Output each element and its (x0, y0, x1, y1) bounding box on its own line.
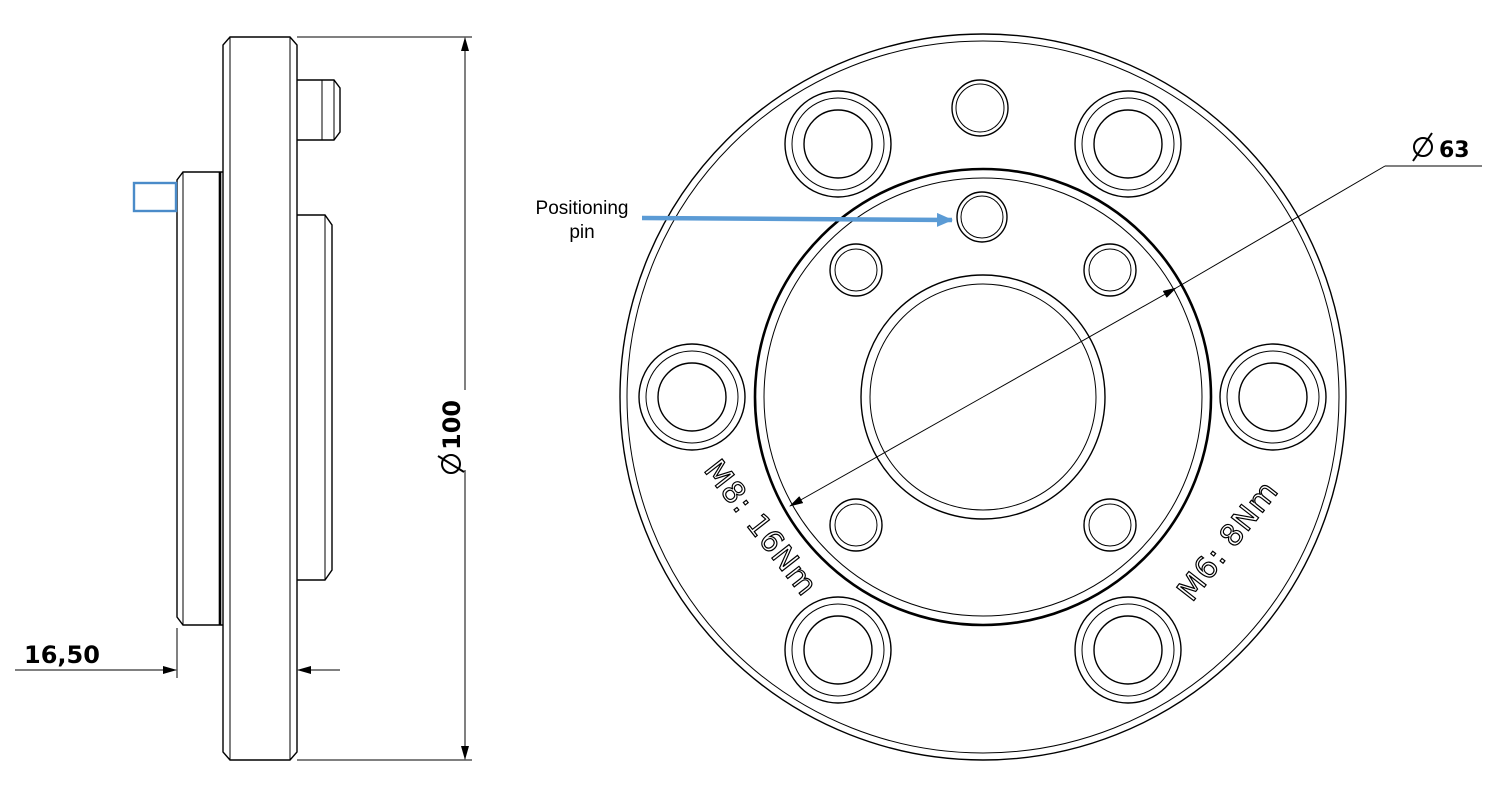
callout-arrow (641, 212, 953, 227)
side-pin (297, 79, 341, 141)
counterbored-holes (638, 90, 1327, 704)
flange-plate-outline (222, 36, 298, 761)
cb-hole (1074, 90, 1182, 198)
inner-ring-outer (753, 167, 1213, 627)
center-bore-outer (860, 274, 1106, 520)
center-bore-inner (869, 283, 1097, 511)
dim63-label: 63 (1412, 132, 1470, 163)
positioning-pin-hole (956, 191, 1008, 243)
right-boss (297, 214, 333, 581)
small-hole (829, 498, 883, 552)
small-hole (1083, 243, 1137, 297)
dim63-leader (1175, 165, 1386, 289)
diameter-symbol-slash (437, 455, 465, 473)
front-view: M8: 16Nm M6: 8Nm 63 Positioning pin (536, 33, 1482, 761)
dim100-value: 100 (438, 400, 466, 450)
inner-ring-inner (763, 177, 1203, 617)
cb-hole (638, 343, 746, 451)
side-view: 100 16,50 (15, 36, 472, 761)
cb-hole (784, 90, 892, 198)
callout-text-line1: Positioning (536, 198, 629, 219)
cb-hole (1219, 343, 1327, 451)
callout-text-line2: pin (569, 222, 594, 243)
dim100-label: 100 (437, 400, 466, 474)
small-hole (829, 243, 883, 297)
inner-small-holes (829, 243, 1137, 552)
diameter-symbol-slash (1412, 132, 1433, 162)
dim1650-value: 16,50 (24, 641, 100, 669)
cb-hole (1074, 596, 1182, 704)
small-hole (1083, 498, 1137, 552)
engraving-left: M8: 16Nm (697, 453, 825, 603)
diameter-symbol-icon (1413, 137, 1433, 157)
dim63-value: 63 (1439, 138, 1470, 163)
outer-rim-inner (626, 40, 1340, 754)
rim-top-hole (951, 79, 1009, 137)
diameter-symbol-icon (441, 454, 461, 474)
dim63-line-a (982, 287, 1177, 398)
left-spigot (176, 171, 223, 626)
cb-hole (784, 596, 892, 704)
dim63-line-b (789, 396, 984, 507)
pin-highlight-box (132, 181, 178, 213)
outer-rim-outer (619, 33, 1347, 761)
